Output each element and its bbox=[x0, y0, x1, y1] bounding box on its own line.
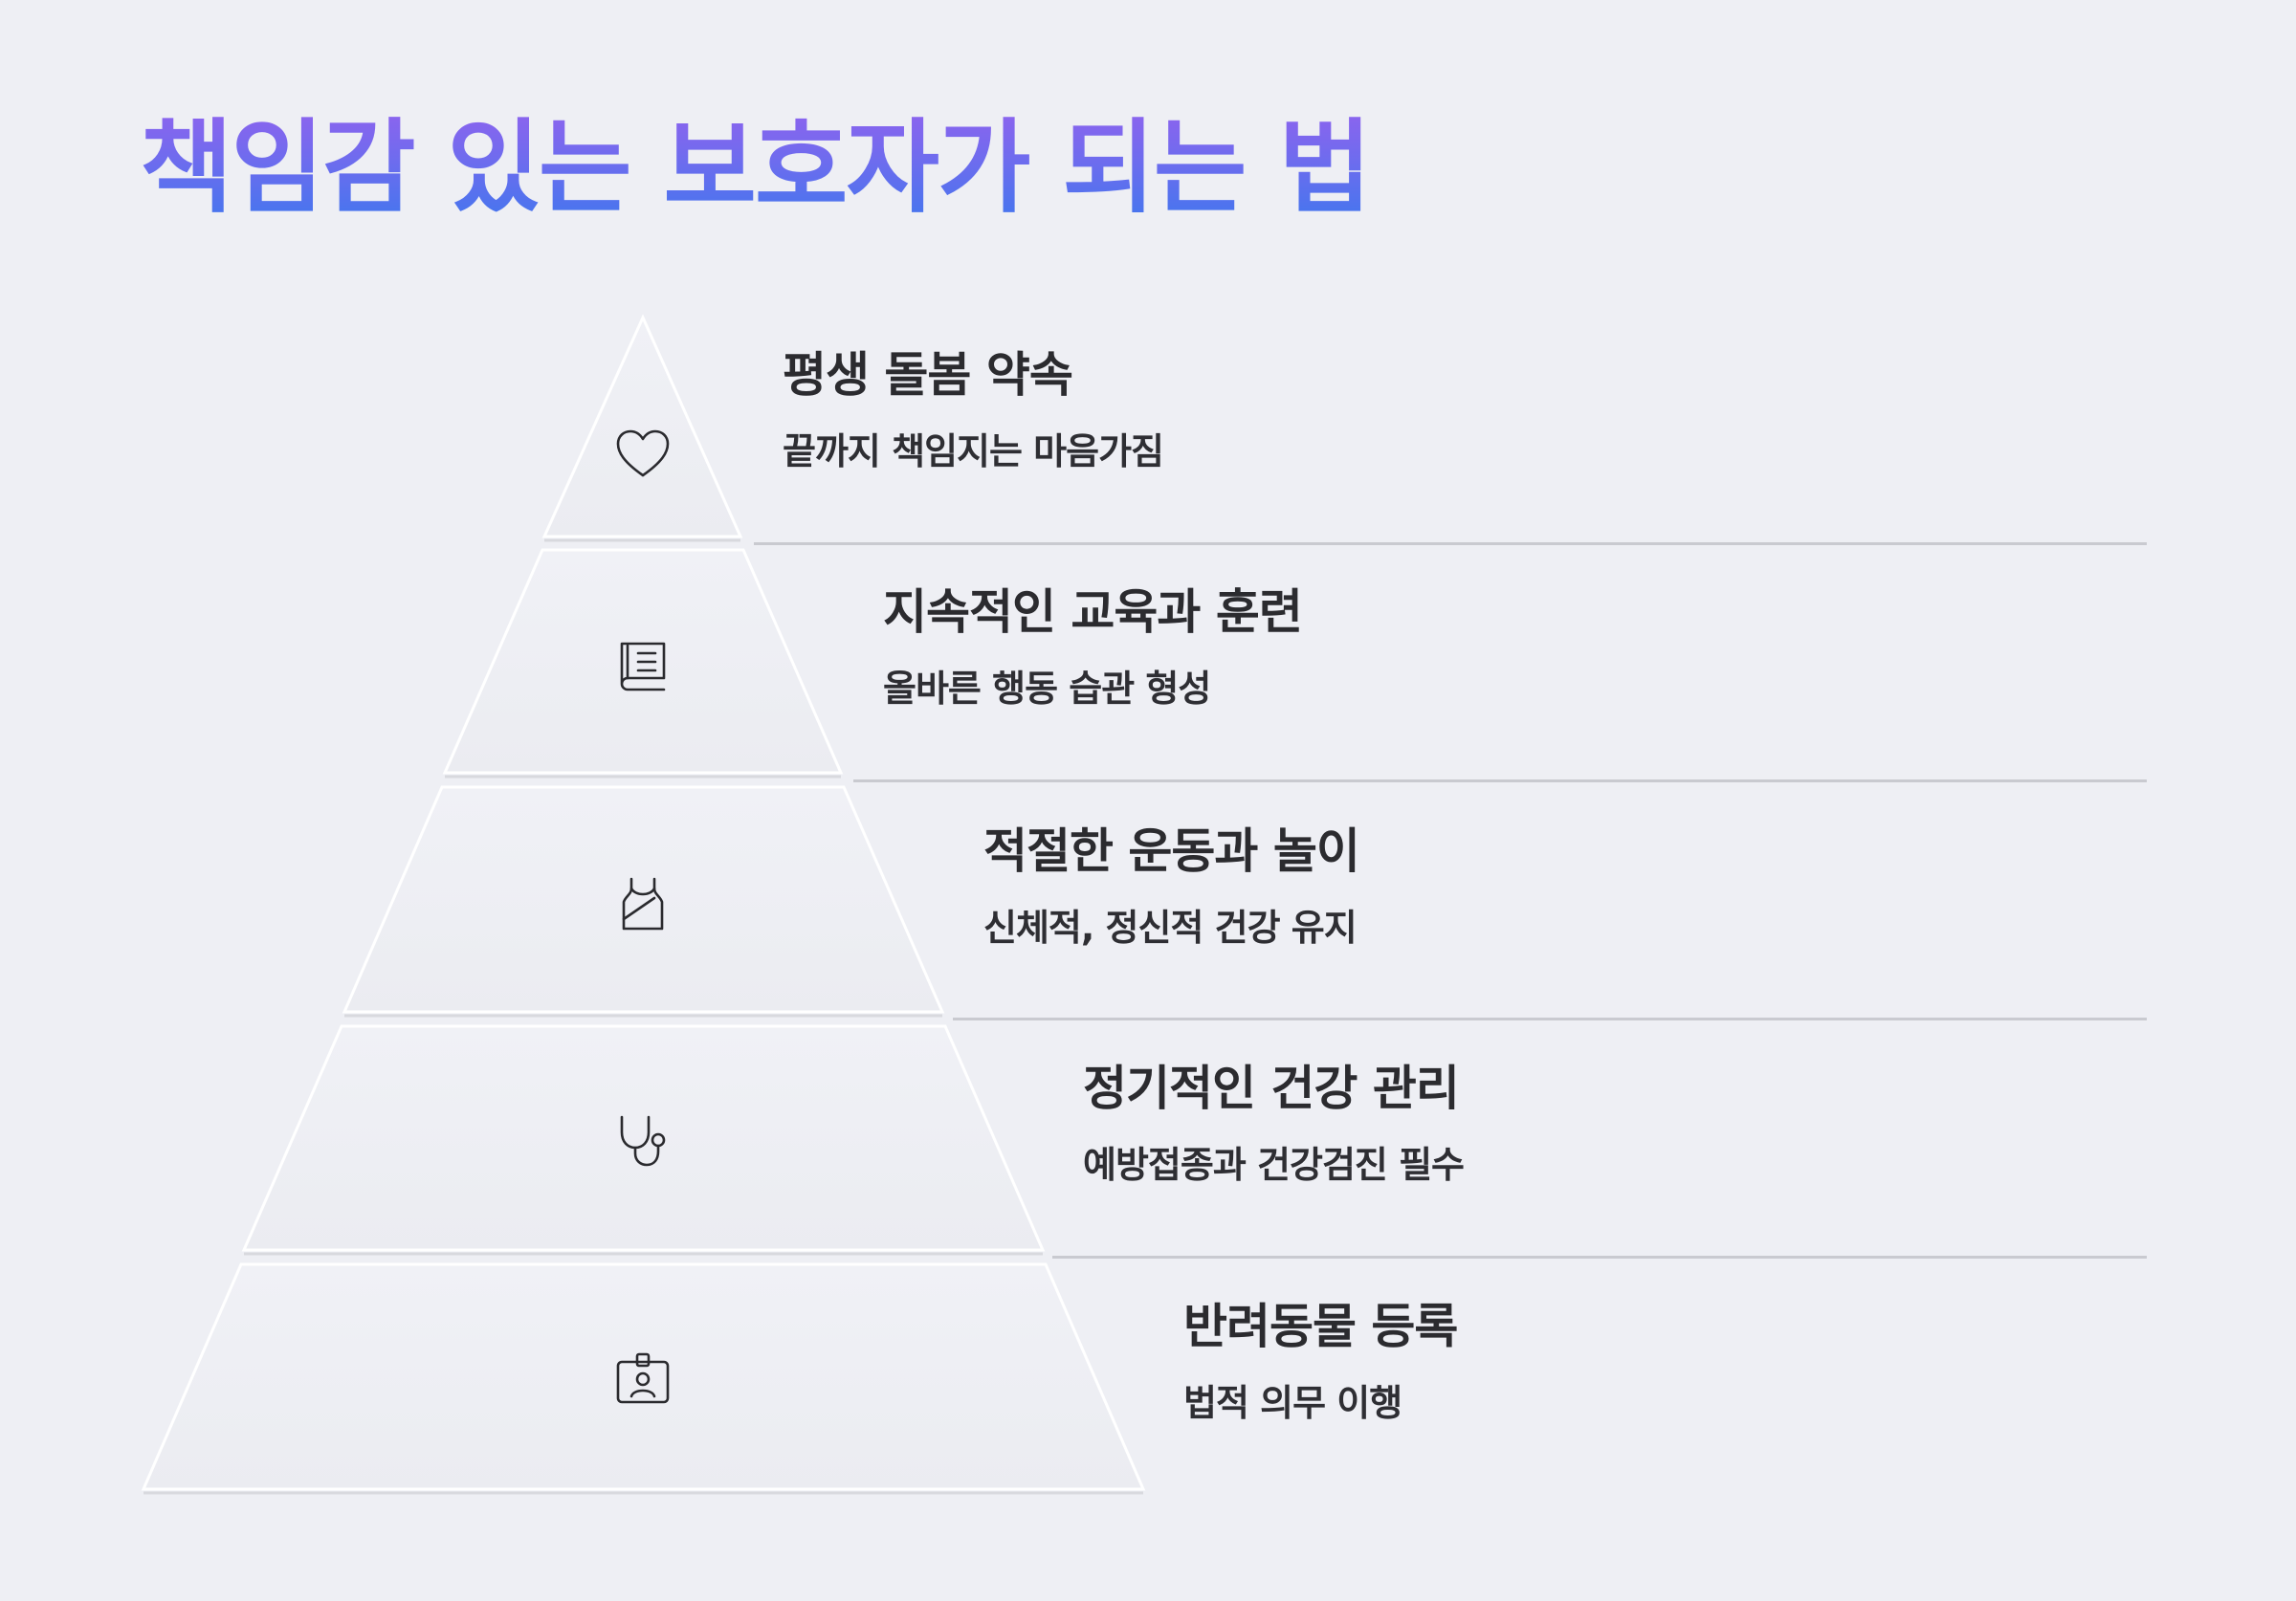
level-5-text: 반려동물 등록 법적 의무 이행 bbox=[1183, 1298, 1458, 1426]
level-5-heading: 반려동물 등록 bbox=[1183, 1299, 1458, 1354]
page-title: 책임감 있는 보호자가 되는 법 bbox=[140, 107, 1372, 229]
level-2-text: 지속적인 교육과 훈련 올바른 행동 습관 형성 bbox=[883, 583, 1303, 712]
divider-3 bbox=[953, 1018, 2147, 1020]
divider-4 bbox=[1052, 1256, 2147, 1259]
level-1-text: 평생 돌봄 약속 끝까지 책임지는 마음가짐 bbox=[783, 346, 1164, 474]
level-4-heading: 정기적인 건강 관리 bbox=[1083, 1061, 1460, 1116]
level-2-description: 올바른 행동 습관 형성 bbox=[883, 668, 1211, 710]
pyramid-level-5 bbox=[141, 1262, 1146, 1491]
level-3-text: 적절한 운동과 놀이 신체적, 정신적 건강 유지 bbox=[983, 822, 1360, 951]
level-2-heading: 지속적인 교육과 훈련 bbox=[883, 584, 1303, 640]
level-1-description: 끝까지 책임지는 마음가짐 bbox=[783, 430, 1164, 472]
pyramid-level-1 bbox=[541, 314, 743, 538]
level-4-description: 예방접종과 건강검진 필수 bbox=[1083, 1144, 1465, 1186]
level-4-text: 정기적인 건강 관리 예방접종과 건강검진 필수 bbox=[1083, 1060, 1465, 1188]
id-badge-icon bbox=[605, 1341, 681, 1417]
level-5-description: 법적 의무 이행 bbox=[1183, 1382, 1402, 1424]
tank-top-icon bbox=[605, 866, 681, 942]
pyramid-level-3 bbox=[342, 785, 945, 1014]
divider-1 bbox=[754, 542, 2147, 545]
divider-2 bbox=[853, 779, 2147, 782]
pyramid-level-4 bbox=[241, 1024, 1046, 1252]
book-icon bbox=[605, 626, 681, 703]
stethoscope-icon bbox=[605, 1102, 681, 1178]
heart-icon bbox=[605, 416, 681, 493]
level-3-description: 신체적, 정신적 건강 유지 bbox=[983, 907, 1358, 949]
level-3-heading: 적절한 운동과 놀이 bbox=[983, 823, 1360, 879]
level-1-heading: 평생 돌봄 약속 bbox=[783, 347, 1073, 403]
